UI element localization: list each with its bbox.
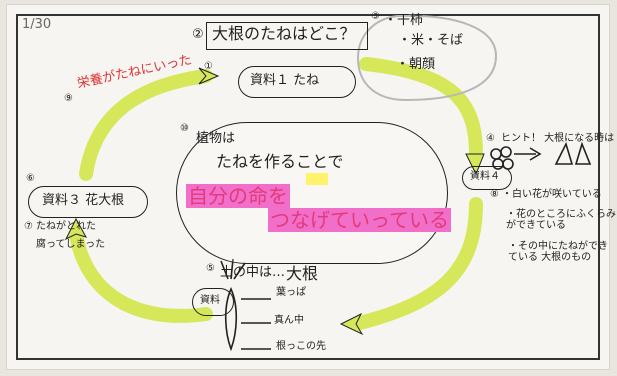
center-yellow-highlight — [306, 173, 328, 185]
node6-text: 資料３ 花大根 — [42, 193, 125, 208]
center-line-4: つなげていっている — [268, 208, 451, 232]
examples-line-1: ・干柿 — [384, 13, 424, 28]
center-line-4-highlight: つなげていっている — [268, 208, 451, 232]
title-number: ② — [192, 27, 204, 42]
node5-tag: 葉っぱ — [276, 287, 306, 298]
node6-note-2: 腐ってしまった — [36, 239, 106, 250]
diagram-arrows — [64, 14, 592, 352]
node1-number: ① — [204, 61, 213, 72]
node6-oval — [28, 186, 148, 218]
node5-bottom: 根っこの先 — [276, 341, 326, 352]
center-line-2: たねを作ることで — [216, 152, 344, 171]
center-line-3: 自分の命を — [186, 184, 290, 208]
worksheet-paper: 1/30 ② 大根のたねはどこ？ ③ ・干柿 ・米・そば ・朝顔 ① 資料１ た… — [6, 4, 616, 370]
node1-text: 資料１ たね — [250, 73, 320, 88]
node1-oval — [238, 66, 356, 98]
examples-line-3: ・朝顔 — [396, 57, 436, 72]
title-box — [206, 22, 368, 50]
node4-notes-number: ⑧ — [490, 189, 499, 200]
node4-note-3: ・その中にたねができている 大根のもの — [508, 241, 608, 263]
examples-number: ③ — [371, 11, 380, 22]
center-line-1: 植物は — [196, 131, 236, 146]
node5-number: ⑤ — [206, 263, 215, 274]
node5-mid: 真ん中 — [274, 315, 304, 326]
node5-text-2: 大根 — [286, 264, 319, 283]
node4-note-2: ・花のところにふくらみができている — [506, 209, 616, 231]
node6-number-2: ⑦ — [24, 221, 33, 232]
node5-label: 資料 — [200, 295, 220, 306]
node4-label-oval — [462, 166, 512, 190]
node4-number: ④ — [486, 133, 495, 144]
node6-number: ⑥ — [26, 173, 35, 184]
center-number: ⑩ — [180, 123, 189, 134]
page-title: 大根のたねはどこ？ — [212, 24, 356, 43]
date-label: 1/30 — [22, 17, 52, 32]
node4-hint: ヒント！ 大根になる時は — [501, 133, 615, 144]
worksheet-frame — [16, 14, 600, 360]
node4-label: 資料４ — [470, 171, 500, 182]
node5-label-oval — [192, 288, 234, 316]
node5-text-1: 土の中は… — [220, 265, 286, 280]
node4-note-1: ・白い花が咲いている — [502, 189, 602, 200]
center-line-3-highlight: 自分の命を — [186, 184, 290, 208]
arrow-text-number: ⑨ — [64, 93, 73, 104]
node6-note-1: たねがとれた — [36, 221, 96, 232]
examples-line-2: ・米・そば — [398, 33, 464, 48]
